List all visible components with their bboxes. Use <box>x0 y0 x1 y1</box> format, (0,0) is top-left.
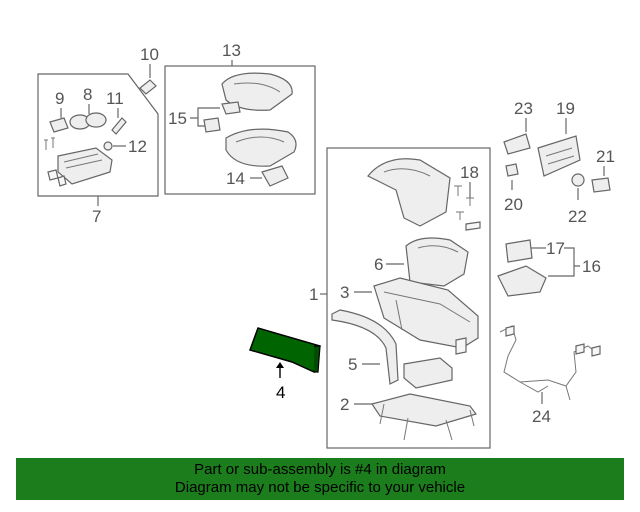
callout-9[interactable]: 9 <box>55 89 64 108</box>
callout-6[interactable]: 6 <box>374 255 383 274</box>
callout-21[interactable]: 21 <box>596 147 615 166</box>
part-23 <box>503 133 531 155</box>
part-13-bin <box>225 128 297 167</box>
part-20-clip <box>505 163 519 177</box>
part-4-highlight <box>249 327 321 374</box>
part-2 <box>371 393 477 427</box>
callout-5[interactable]: 5 <box>348 355 357 374</box>
part-13-lid <box>221 72 293 111</box>
group-13: 13 15 14 <box>164 41 316 195</box>
group-7-frame <box>37 73 159 197</box>
part-19 <box>537 135 581 177</box>
part-8-cup-b <box>85 112 107 128</box>
part-7-tray <box>57 147 113 185</box>
part-10 <box>139 79 157 95</box>
callout-2[interactable]: 2 <box>340 395 349 414</box>
info-line-2: Diagram may not be specific to your vehi… <box>174 479 466 496</box>
part-22 <box>571 173 585 187</box>
callout-20[interactable]: 20 <box>504 195 523 214</box>
part-4-group[interactable]: 4 <box>249 327 321 402</box>
part-6 <box>405 237 469 287</box>
callout-8[interactable]: 8 <box>83 85 92 104</box>
part-1-module <box>403 357 453 389</box>
part-9 <box>49 117 69 133</box>
group-1: 1 18 6 3 5 2 <box>309 147 491 449</box>
part-24-harness <box>499 325 599 387</box>
callout-14[interactable]: 14 <box>226 169 245 188</box>
callout-16[interactable]: 16 <box>582 257 601 276</box>
part-17 <box>505 239 533 263</box>
part-21 <box>591 177 611 193</box>
part-11 <box>111 117 127 135</box>
callout-12[interactable]: 12 <box>128 137 147 156</box>
group-13-frame <box>164 65 316 195</box>
callout-17[interactable]: 17 <box>546 239 565 258</box>
callout-24[interactable]: 24 <box>532 407 551 426</box>
part-14 <box>261 165 289 187</box>
callout-19[interactable]: 19 <box>556 99 575 118</box>
callout-11[interactable]: 11 <box>106 89 124 108</box>
part-5 <box>331 309 399 385</box>
part-12 <box>103 141 113 151</box>
callout-23[interactable]: 23 <box>514 99 533 118</box>
group-1-frame <box>326 147 491 449</box>
callout-22[interactable]: 22 <box>568 207 587 226</box>
callout-15[interactable]: 15 <box>168 109 187 128</box>
callout-7[interactable]: 7 <box>92 207 101 226</box>
callout-3[interactable]: 3 <box>340 283 349 302</box>
callout-1[interactable]: 1 <box>309 285 318 304</box>
right-parts: 23 19 20 21 22 17 16 24 <box>497 99 615 426</box>
group-7: 7 9 8 11 12 <box>37 73 159 226</box>
info-banner: Part or sub-assembly is #4 in diagram Di… <box>16 458 624 500</box>
part-16 <box>497 265 547 297</box>
info-line-1: Part or sub-assembly is #4 in diagram <box>194 461 446 478</box>
callout-4[interactable]: 4 <box>276 383 285 402</box>
callout-10[interactable]: 10 <box>140 45 159 64</box>
callout-18[interactable]: 18 <box>460 163 479 182</box>
callout-13[interactable]: 13 <box>222 41 241 60</box>
